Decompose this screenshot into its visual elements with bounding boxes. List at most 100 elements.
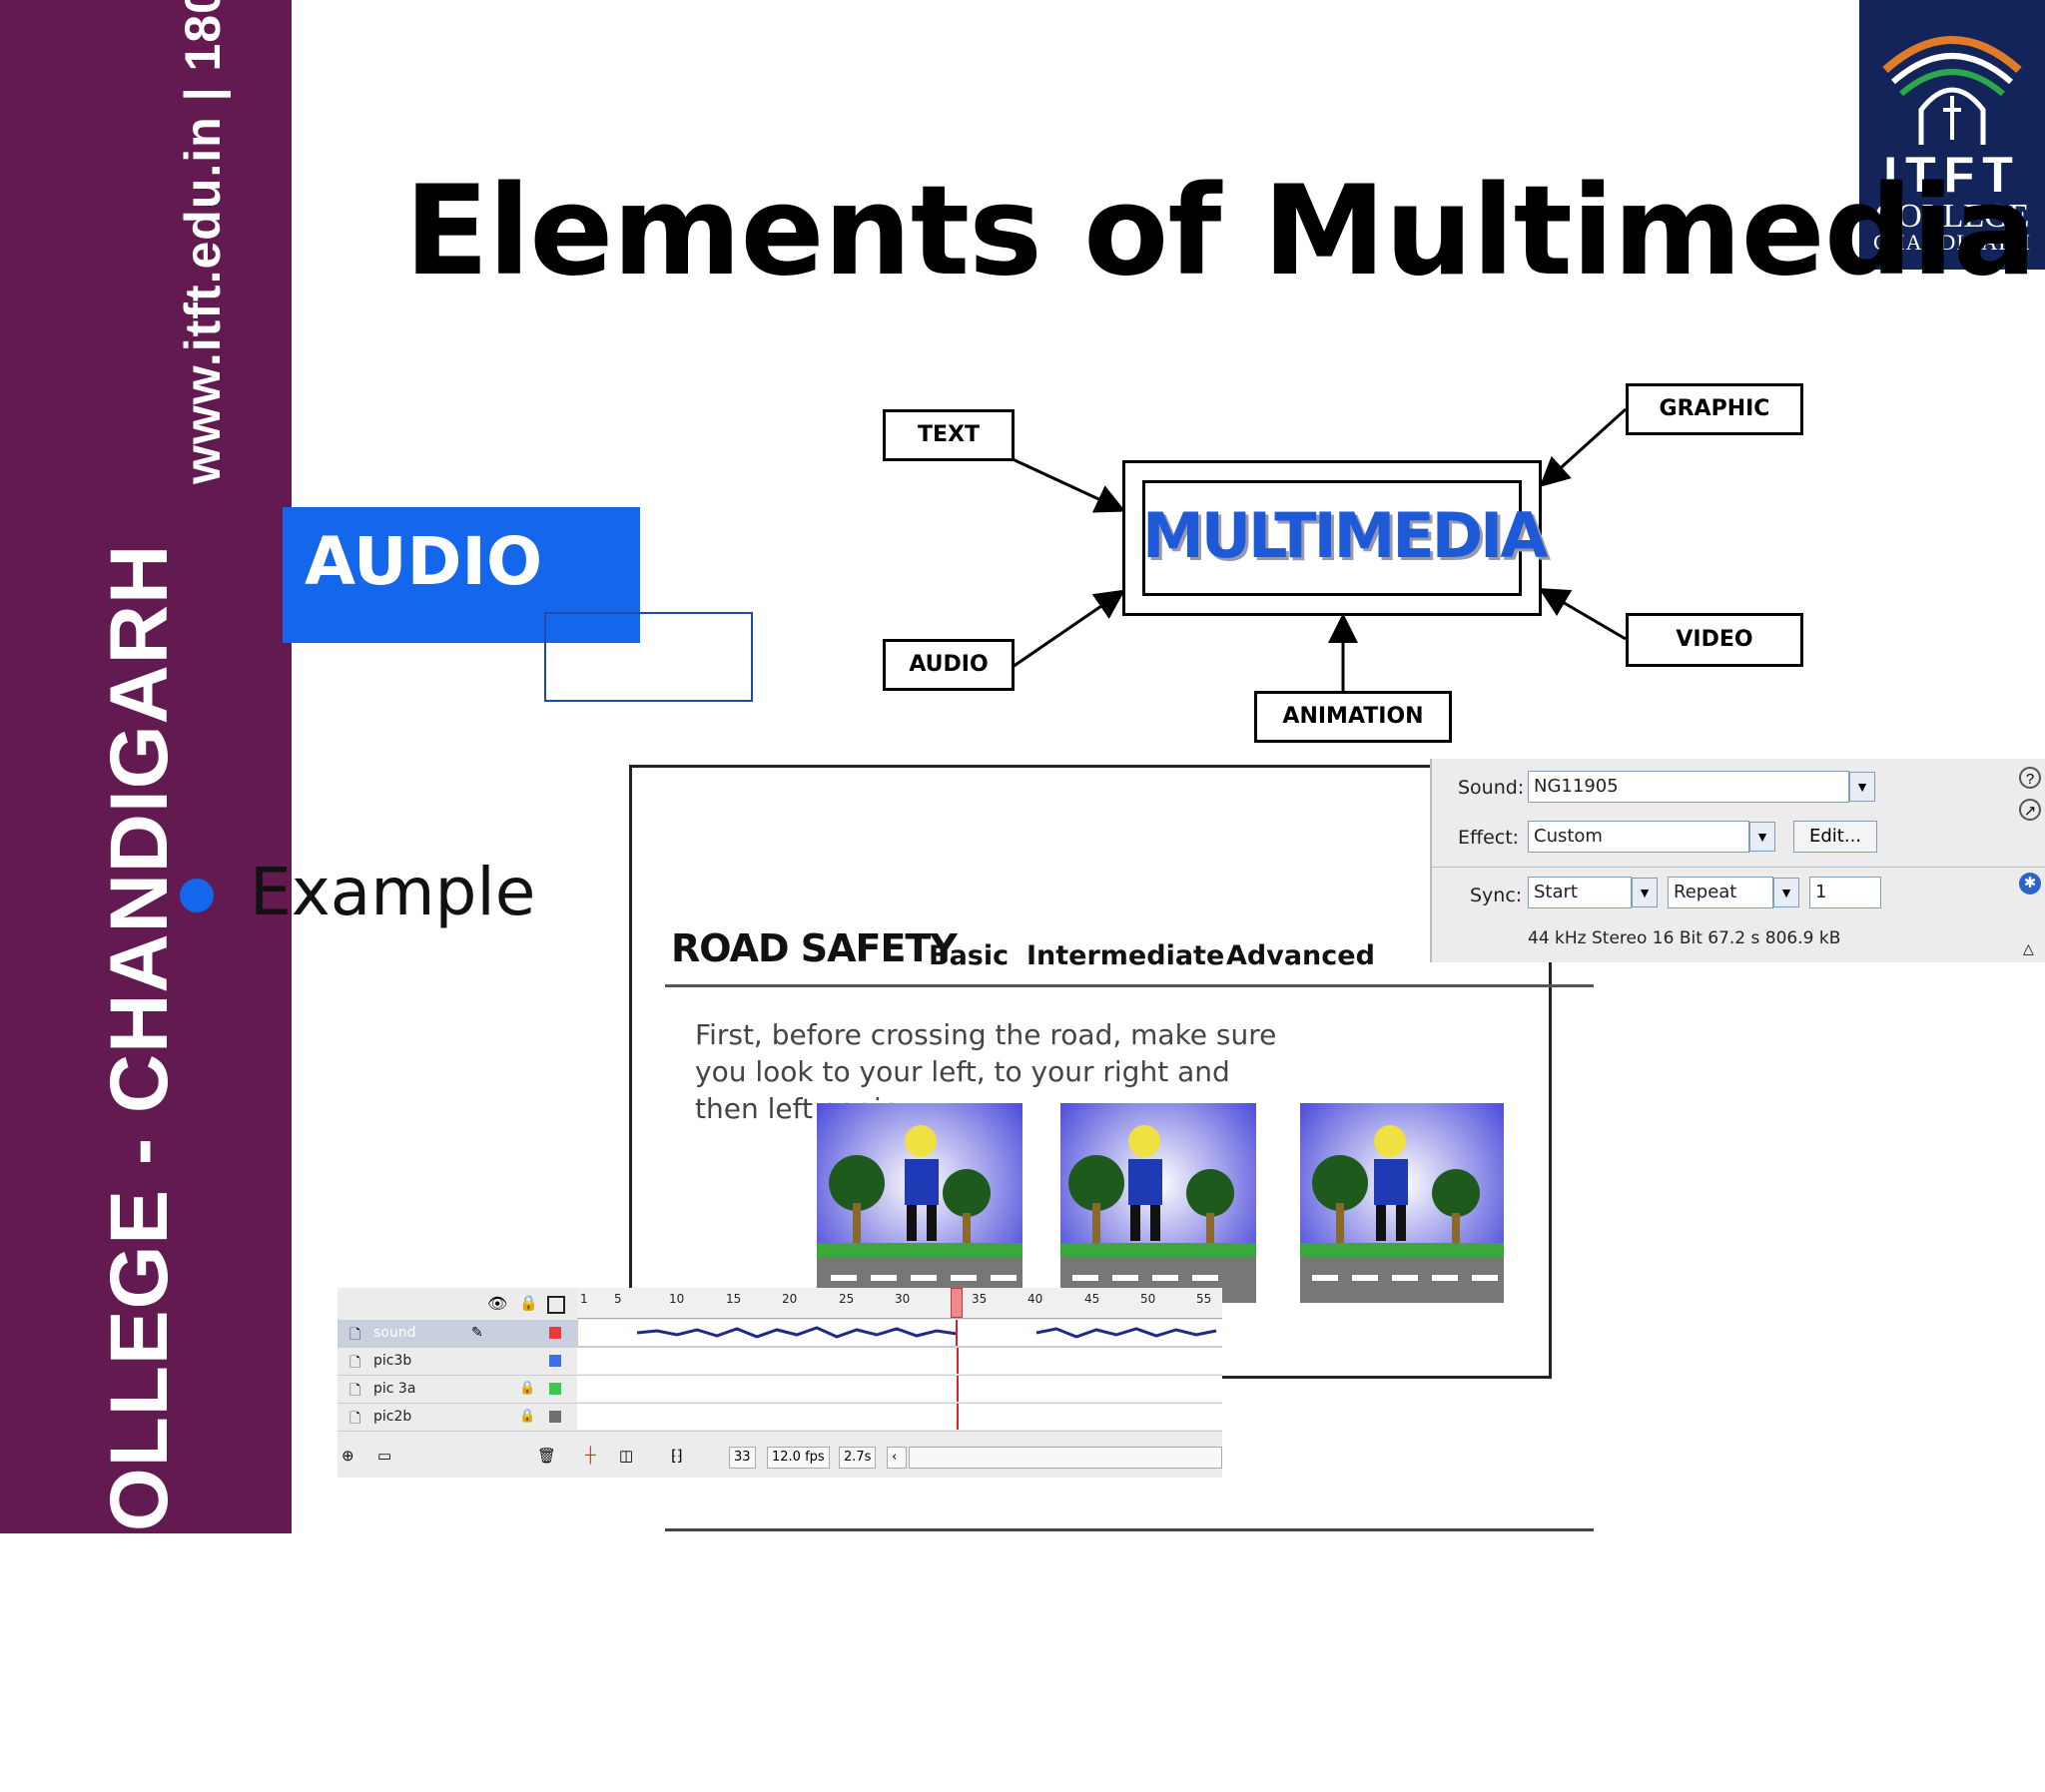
example-menu-basic[interactable]: Basic	[929, 940, 1010, 971]
example-divider	[665, 984, 1594, 987]
node-text: TEXT	[883, 409, 1015, 461]
timeline-tick: 5	[614, 1292, 622, 1306]
pencil-icon[interactable]: ✎	[471, 1324, 483, 1340]
collapse-icon[interactable]: △	[2023, 940, 2034, 956]
layer-track[interactable]	[577, 1404, 1222, 1430]
logo-word-itft: ITFT	[1883, 147, 2021, 203]
timeline-panel: 👁 🔒 1 5 10 15 20 25 30 35 40 45 50 55 🗋 …	[338, 1288, 1222, 1478]
timeline-tick: 15	[726, 1292, 742, 1306]
sync-select[interactable]: Start	[1528, 877, 1632, 908]
elapsed-time: 2.7s	[839, 1447, 877, 1469]
timeline-layer[interactable]: 🗋 pic 3a 🔒	[338, 1376, 1222, 1404]
example-menu-intermediate[interactable]: Intermediate	[1026, 940, 1225, 971]
layer-track[interactable]	[577, 1348, 1222, 1374]
example-menu-advanced[interactable]: Advanced	[1226, 940, 1375, 971]
timeline-tick: 30	[895, 1292, 911, 1306]
timeline-tick: 45	[1084, 1292, 1100, 1306]
node-video-label: VIDEO	[1676, 627, 1753, 652]
trash-icon[interactable]: 🗑	[537, 1448, 557, 1465]
edit-button[interactable]: Edit...	[1793, 821, 1877, 853]
timeline-tick: 55	[1196, 1292, 1212, 1306]
timeline-tick: 25	[839, 1292, 855, 1306]
layer-color-swatch	[549, 1411, 561, 1423]
center-frame-icon[interactable]: ┼	[585, 1447, 596, 1464]
sound-dropdown-chevron-icon[interactable]: ▼	[1849, 772, 1875, 802]
layer-lock-icon[interactable]: 🔒	[519, 1408, 536, 1423]
timeline-layer[interactable]: 🗋 pic3b	[338, 1348, 1222, 1376]
timeline-layer[interactable]: 🗋 sound ✎	[338, 1320, 1222, 1348]
timeline-tick: 40	[1027, 1292, 1043, 1306]
effect-select[interactable]: Custom	[1528, 821, 1749, 853]
layer-page-icon: 🗋	[349, 1354, 361, 1370]
edit-markers-icon[interactable]: ⁅⁆	[671, 1448, 683, 1465]
node-center-frame	[1122, 460, 1542, 616]
bullet-dot-icon	[180, 879, 214, 912]
sound-properties-panel: Sound: NG11905 ▼ Effect: Custom ▼ Edit..…	[1430, 759, 2045, 962]
timeline-tick: 50	[1140, 1292, 1156, 1306]
node-animation-label: ANIMATION	[1282, 704, 1424, 729]
timeline-status-bar: ⊕ ▭ 🗑 ┼ ◫ ⁅⁆ 33 12.0 fps 2.7s ‹	[338, 1443, 1222, 1473]
example-heading: ROAD SAFETY	[671, 926, 958, 970]
playhead-marker[interactable]	[951, 1288, 963, 1318]
outline-icon[interactable]	[547, 1296, 565, 1314]
example-picture-2	[1060, 1103, 1256, 1303]
node-animation: ANIMATION	[1254, 691, 1452, 743]
sidebar-band: ITFT COLLEGE - CHANDIGARH www.itft.edu.i…	[0, 0, 292, 1792]
timeline-tick: 20	[782, 1292, 798, 1306]
layer-page-icon: 🗋	[349, 1410, 361, 1426]
add-layer-icon[interactable]: ⊕	[341, 1448, 354, 1465]
repeat-select[interactable]: Repeat	[1668, 877, 1773, 908]
logo-emblem-icon	[1882, 36, 2022, 145]
layer-track[interactable]	[577, 1376, 1222, 1402]
timeline-ruler: 1 5 10 15 20 25 30 35 40 45 50 55	[577, 1288, 1222, 1319]
timeline-scrollbar[interactable]	[909, 1447, 1222, 1469]
timeline-tick: 35	[972, 1292, 988, 1306]
repeat-count-input[interactable]: 1	[1809, 877, 1881, 908]
node-center-inner-frame	[1142, 480, 1522, 596]
effect-label: Effect:	[1458, 827, 1520, 849]
slide-title: Elements of Multimedia	[404, 160, 2037, 303]
sound-label: Sound:	[1458, 777, 1525, 799]
layer-page-icon: 🗋	[349, 1382, 361, 1398]
frame-rate[interactable]: 12.0 fps	[767, 1447, 830, 1469]
sync-dropdown-chevron-icon[interactable]: ▼	[1632, 878, 1658, 907]
help-icon[interactable]: ?	[2019, 767, 2041, 789]
arrow-graphic	[1539, 407, 1628, 488]
accessibility-icon[interactable]: ✱	[2019, 873, 2041, 895]
diagram-arrows	[1012, 407, 1628, 691]
sound-waveform	[576, 1320, 1217, 1346]
scroll-left-icon[interactable]: ‹	[887, 1447, 907, 1469]
sync-label: Sync:	[1470, 885, 1523, 906]
example-picture-3	[1300, 1103, 1504, 1303]
arrow-video	[1538, 587, 1627, 641]
edit-icon[interactable]: ↗	[2019, 799, 2041, 821]
eye-icon[interactable]: 👁	[487, 1296, 508, 1313]
lock-icon[interactable]: 🔒	[519, 1295, 538, 1312]
section-label-box: AUDIO	[283, 507, 640, 643]
effect-dropdown-chevron-icon[interactable]: ▼	[1749, 822, 1775, 852]
node-audio: AUDIO	[883, 639, 1015, 691]
bottom-divider	[665, 1528, 1594, 1531]
layer-name: pic3b	[373, 1353, 412, 1369]
layer-name: pic 3a	[373, 1381, 416, 1397]
layer-name: pic2b	[373, 1409, 412, 1425]
node-graphic: GRAPHIC	[1626, 383, 1803, 435]
sound-select[interactable]: NG11905	[1528, 771, 1849, 803]
node-text-label: TEXT	[917, 422, 980, 447]
logo-word-city: CHANDIGARH	[1873, 230, 2031, 255]
onion-skin-icon[interactable]: ◫	[619, 1448, 634, 1465]
layer-name: sound	[373, 1325, 416, 1341]
arrow-text	[1012, 457, 1126, 513]
panel-divider	[1432, 867, 2045, 868]
layer-color-swatch	[549, 1327, 561, 1339]
logo-word-college: COLLEGE	[1874, 198, 2030, 235]
layer-lock-icon[interactable]: 🔒	[519, 1380, 536, 1395]
college-logo: ITFT COLLEGE CHANDIGARH	[1859, 0, 2045, 270]
layer-page-icon: 🗋	[349, 1326, 361, 1342]
arrow-audio	[1012, 589, 1125, 669]
add-folder-icon[interactable]: ▭	[377, 1448, 392, 1465]
layer-track[interactable]	[576, 1320, 1222, 1346]
timeline-layer[interactable]: 🗋 pic2b 🔒	[338, 1404, 1222, 1432]
timeline-tick: 10	[669, 1292, 685, 1306]
repeat-dropdown-chevron-icon[interactable]: ▼	[1773, 878, 1799, 907]
